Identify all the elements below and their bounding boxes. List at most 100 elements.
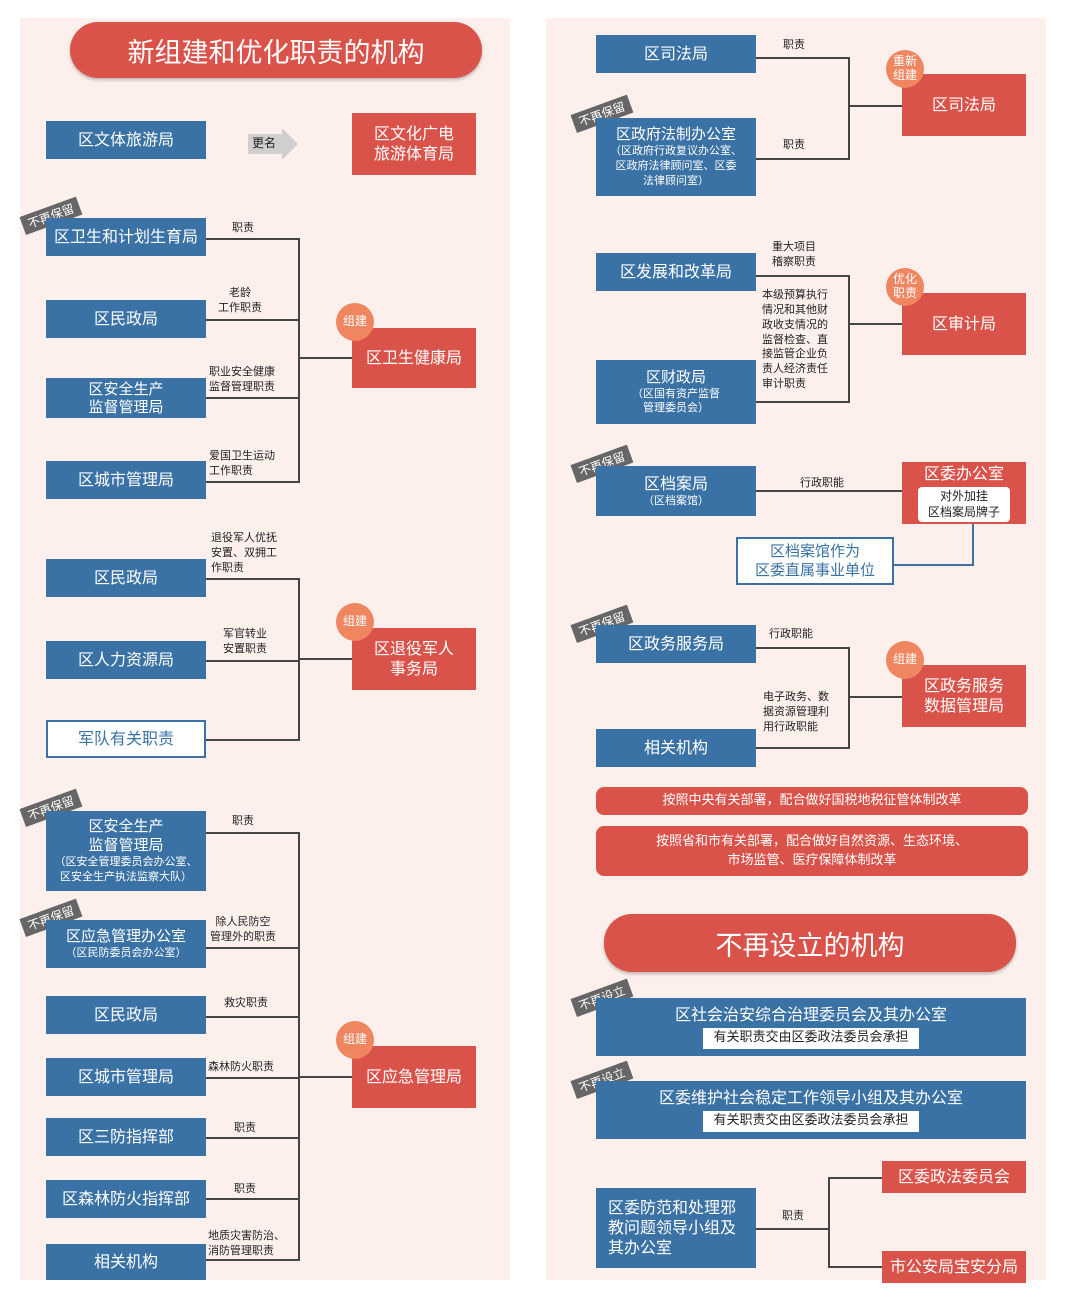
duty-label: 职责 (234, 1182, 256, 1195)
target-line-1: 区委办公室 (923, 463, 1004, 483)
established-badge: 组建 (336, 603, 374, 641)
org-sub-line: （区政府行政复议办公室、 (610, 144, 742, 158)
duty-label: 职责 (783, 138, 805, 151)
org-civil-affairs-bureau: 区民政局 (46, 300, 206, 338)
connector (828, 1266, 882, 1268)
established-badge: 组建 (886, 641, 924, 679)
connector (206, 1077, 300, 1079)
org-audit-bureau: 区审计局 (902, 293, 1026, 355)
note-line-1: 区档案馆作为 (769, 542, 860, 561)
military-duties-box: 军队有关职责 (46, 720, 206, 758)
org-health-bureau: 区卫生健康局 (352, 328, 476, 388)
connector (848, 323, 902, 325)
org-urban-management-bureau: 区城市管理局 (46, 1058, 206, 1096)
org-line-3: 其办公室 (608, 1238, 673, 1257)
connector (298, 1076, 352, 1078)
org-civil-affairs-bureau: 区民政局 (46, 996, 206, 1034)
org-public-security-committee: 区社会治安综合治理委员会及其办公室 有关职责交由区委政法委员会承担 (596, 998, 1026, 1056)
duty-label: 爱国卫生运动 工作职责 (209, 449, 275, 479)
additional-plaque-note: 对外加挂 区档案局牌子 (917, 486, 1010, 523)
label-line: 接监管企业负 (762, 347, 828, 361)
label-line: 据资源管理利 (763, 704, 829, 718)
reform-note-resources: 按照省和市有关部署，配合做好自然资源、生态环境、 市场监管、医疗保障体制改革 (596, 826, 1028, 876)
connector (206, 947, 300, 949)
org-sub-line: 区政府法律顾问室、区委 (615, 158, 737, 172)
label-line: 本级预算执行 (762, 288, 828, 301)
duty-label: 除人民防空 管理外的职责 (210, 915, 276, 945)
note-line-1: 按照省和市有关部署，配合做好自然资源、生态环境、 (655, 833, 968, 849)
section-title-abolished: 不再设立的机构 (604, 914, 1016, 972)
rename-label: 更名 (252, 136, 277, 150)
connector (206, 660, 300, 662)
label-line: 审计职责 (762, 377, 806, 391)
badge-line-2: 组建 (892, 68, 917, 82)
org-archives-bureau: 区档案局 （区档案馆） (596, 466, 756, 516)
rename-arrow-icon (248, 128, 300, 164)
org-related-agencies: 相关机构 (596, 729, 756, 767)
org-related-agencies: 相关机构 (46, 1244, 206, 1280)
org-urban-management-bureau: 区城市管理局 (46, 461, 206, 499)
connector (206, 1137, 300, 1139)
org-government-service-bureau: 区政务服务局 (596, 625, 756, 663)
reform-note-tax: 按照中央有关部署，配合做好国税地税征管体制改革 (596, 787, 1028, 815)
org-sub-line: （区国有资产监督 (632, 386, 720, 400)
connector (298, 238, 300, 483)
label-line: 安置职责 (223, 641, 267, 655)
connector (848, 696, 902, 698)
org-stability-leading-group: 区委维护社会稳定工作领导小组及其办公室 有关职责交由区委政法委员会承担 (596, 1081, 1026, 1139)
org-sub-line: （区档案馆） (643, 493, 709, 507)
archives-hall-note: 区档案馆作为 区委直属事业单位 (736, 537, 894, 585)
org-line-1: 区委维护社会稳定工作领导小组及其办公室 (658, 1088, 963, 1108)
connector (848, 275, 850, 403)
org-cult-prevention-group: 区委防范和处理邪 教问题领导小组及 其办公室 (596, 1188, 756, 1268)
connector (894, 564, 974, 566)
label-line: 管理外的职责 (210, 929, 276, 943)
connector (298, 832, 300, 1261)
duty-label: 职责 (232, 221, 254, 234)
org-emergency-management-office: 区应急管理办公室 （区民防委员会办公室） (46, 920, 206, 968)
org-justice-bureau-new: 区司法局 (902, 74, 1026, 136)
label-line: 用行政职能 (763, 719, 818, 733)
target-line-1: 区文化广电 (373, 124, 454, 143)
duty-label: 职责 (782, 1209, 804, 1222)
connector (206, 1198, 300, 1200)
connector (756, 275, 850, 277)
connector (206, 397, 300, 399)
connector (206, 238, 300, 240)
org-sub-line: （区安全管理委员会办公室、 (54, 854, 198, 868)
connector (756, 401, 850, 403)
org-human-resources-bureau: 区人力资源局 (46, 641, 206, 679)
org-city-public-security-bao-an-branch: 市公安局宝安分局 (882, 1251, 1026, 1283)
label-line: 军官转业 (223, 627, 267, 640)
connector (756, 747, 850, 749)
label-line: 监督管理职责 (209, 379, 275, 393)
transfer-note: 有关职责交由区委政法委员会承担 (703, 1028, 919, 1049)
note-line-2: 市场监管、医疗保障体制改革 (727, 853, 897, 868)
connector (298, 357, 352, 359)
label-line: 电子政务、数 (763, 690, 829, 703)
org-sub-line: （区民防委员会办公室） (65, 945, 187, 959)
target-line-1: 区退役军人 (373, 639, 454, 658)
label-line: 除人民防空 (215, 915, 271, 928)
duty-label: 职业安全健康 监督管理职责 (209, 365, 275, 395)
label-line: 工作职责 (209, 463, 253, 477)
org-line-1: 区社会治安综合治理委员会及其办公室 (674, 1005, 947, 1025)
org-sub-line: 法律顾问室） (643, 173, 709, 187)
connector (206, 1259, 300, 1261)
org-justice-bureau: 区司法局 (596, 35, 756, 73)
note-line-2: 区委直属事业单位 (754, 561, 875, 579)
org-veterans-affairs-bureau: 区退役军人 事务局 (352, 628, 476, 690)
label-line: 稽察职责 (772, 254, 816, 268)
target-line-1: 区政务服务 (923, 676, 1004, 695)
transfer-note: 有关职责交由区委政法委员会承担 (703, 1111, 919, 1132)
label-line: 职业安全健康 (209, 365, 275, 378)
org-sub-line: 区安全生产执法监察大队） (60, 869, 192, 883)
connector (828, 1177, 882, 1179)
connector (206, 1016, 300, 1018)
duty-label: 职责 (234, 1121, 256, 1134)
badge-line-1: 重新 (892, 54, 917, 69)
org-development-reform-bureau: 区发展和改革局 (596, 253, 756, 291)
established-badge: 组建 (336, 1021, 374, 1059)
org-work-safety-bureau-2: 区安全生产 监督管理局 （区安全管理委员会办公室、 区安全生产执法监察大队） (46, 811, 206, 891)
duty-label: 电子政务、数 据资源管理利 用行政职能 (763, 690, 829, 735)
